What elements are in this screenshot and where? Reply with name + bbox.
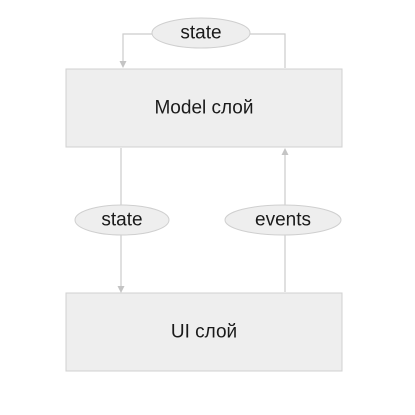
ui-layer-label: UI слой xyxy=(171,322,237,343)
ui-layer-box: UI слой xyxy=(65,292,343,372)
self-loop-arrowhead xyxy=(119,61,127,68)
state-down-label: state xyxy=(101,210,142,231)
state-down-pill: state xyxy=(74,204,170,236)
model-layer-box: Model слой xyxy=(65,68,343,148)
events-up-pill: events xyxy=(224,204,342,236)
events-up-arrowhead xyxy=(281,148,289,155)
self-loop-state-pill: state xyxy=(151,17,251,49)
state-down-arrowhead xyxy=(117,286,125,293)
model-layer-label: Model слой xyxy=(154,98,253,119)
self-loop-state-label: state xyxy=(180,23,221,44)
events-up-label: events xyxy=(255,210,311,231)
